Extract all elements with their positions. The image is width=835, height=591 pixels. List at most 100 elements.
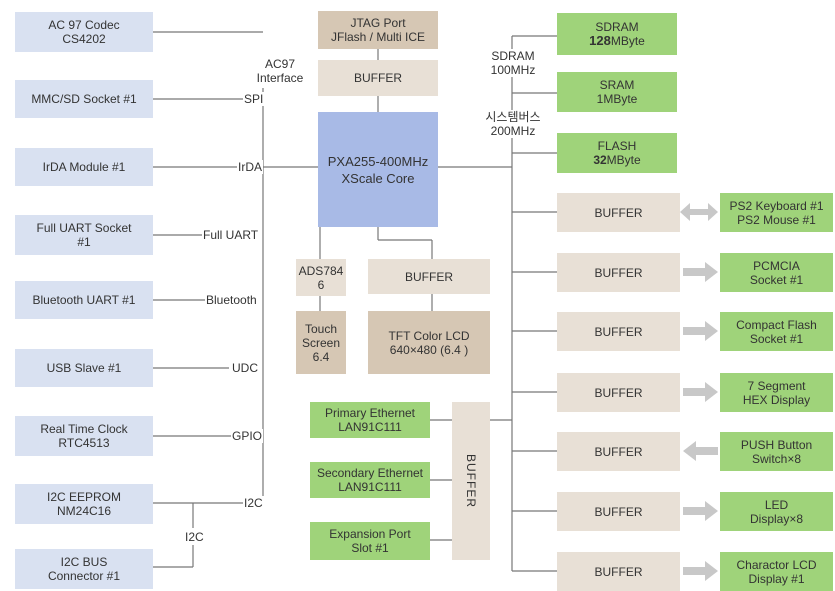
- pcmcia-box: PCMCIA Socket #1: [720, 253, 833, 292]
- right-arrow: [683, 321, 718, 341]
- i2c-eeprom-label: I2C EEPROM: [46, 490, 121, 504]
- switch-count-label: Switch×8: [751, 451, 802, 466]
- i2c-bus-connector: Connector #1: [47, 569, 121, 583]
- lcd-buffer-label: BUFFER: [405, 269, 453, 284]
- bidirectional-arrow: [680, 203, 718, 221]
- ps2-box: PS2 Keyboard #1 PS2 Mouse #1: [720, 193, 833, 232]
- irda-module-label: IrDA Module #1: [42, 160, 126, 174]
- led-label: LED: [764, 497, 789, 512]
- primary-ethernet-box: Primary Ethernet LAN91C111: [310, 402, 430, 438]
- touch-screen-box: Touch Screen 6.4: [296, 311, 346, 374]
- touch-size-label: 6.4: [312, 349, 330, 364]
- i2c-low-label: I2C: [184, 530, 205, 544]
- sram-box: SRAM 1MByte: [557, 72, 677, 112]
- gpio-label: GPIO: [231, 429, 264, 443]
- buffer-box-button: BUFFER: [557, 432, 680, 471]
- right-arrow: [683, 382, 718, 402]
- sdram-box: SDRAM 128MByte: [557, 13, 677, 55]
- secondary-ethernet-label: Secondary Ethernet: [316, 466, 424, 480]
- ads-part-label: ADS784: [298, 263, 344, 278]
- screen-label: Screen: [301, 335, 341, 350]
- rtc-label: Real Time Clock: [40, 422, 128, 436]
- i2c-label: I2C: [243, 496, 264, 510]
- buffer-box-led: BUFFER: [557, 492, 680, 531]
- character-lcd-label: Charactor LCD: [736, 557, 817, 572]
- led-box: LED Display×8: [720, 492, 833, 531]
- compact-flash-box: Compact Flash Socket #1: [720, 312, 833, 351]
- push-button-box: PUSH Button Switch×8: [720, 432, 833, 471]
- buffer-label: BUFFER: [594, 205, 643, 220]
- ac97-codec-part: CS4202: [62, 32, 106, 46]
- sdram-size: 128MByte: [589, 33, 645, 49]
- full-uart-label: Full UART: [202, 228, 260, 242]
- usb-slave-label: USB Slave #1: [46, 361, 122, 375]
- buffer-label: BUFFER: [594, 564, 643, 579]
- flash-label: FLASH: [597, 139, 637, 153]
- buffer-box-ps2: BUFFER: [557, 193, 680, 232]
- ps2-keyboard-label: PS2 Keyboard #1: [729, 198, 824, 213]
- sram-label: SRAM: [599, 78, 635, 92]
- buffer-label: BUFFER: [594, 504, 643, 519]
- usb-slave-box: USB Slave #1: [15, 349, 153, 387]
- buffer-box-lcd: BUFFER: [557, 552, 680, 591]
- mmc-sd-box: MMC/SD Socket #1: [15, 80, 153, 118]
- ethernet-buffer-label: BUFFER: [464, 454, 478, 508]
- ac97-codec-name: AC 97 Codec: [48, 18, 120, 32]
- i2c-bus-box: I2C BUS Connector #1: [15, 549, 153, 589]
- buffer-box-pcmcia: BUFFER: [557, 253, 680, 292]
- i2c-eeprom-box: I2C EEPROM NM24C16: [15, 484, 153, 524]
- right-arrow: [683, 501, 718, 521]
- jtag-buffer-box: BUFFER: [318, 60, 438, 96]
- buffer-label: BUFFER: [594, 265, 643, 280]
- cpu-core-label: XScale Core: [341, 170, 415, 186]
- primary-ethernet-part: LAN91C111: [338, 420, 402, 434]
- bluetooth-uart-label: Bluetooth UART #1: [32, 293, 136, 307]
- rtc-box: Real Time Clock RTC4513: [15, 416, 153, 456]
- compact-flash-label: Compact Flash: [736, 317, 817, 332]
- full-uart-socket-number: #1: [77, 235, 91, 249]
- full-uart-socket-label: Full UART Socket: [36, 221, 132, 235]
- push-button-label: PUSH Button: [740, 437, 813, 452]
- character-lcd-display-label: Display #1: [748, 571, 805, 586]
- spi-label: SPI: [243, 92, 265, 106]
- jtag-port-label: JTAG Port: [350, 16, 406, 30]
- rtc-part: RTC4513: [58, 436, 110, 450]
- cpu-model-label: PXA255-400MHz: [327, 153, 429, 169]
- i2c-eeprom-part: NM24C16: [56, 504, 112, 518]
- right-arrow: [683, 561, 718, 581]
- left-arrow: [683, 441, 718, 461]
- lcd-buffer-box: BUFFER: [368, 259, 490, 294]
- sdram-bus-label: SDRAM 100MHz: [478, 49, 548, 77]
- tft-lcd-resolution: 640×480 (6.4 ): [389, 342, 469, 357]
- compact-flash-socket-label: Socket #1: [749, 331, 804, 346]
- sram-size: 1MByte: [596, 92, 638, 106]
- jtag-port-box: JTAG Port JFlash / Multi ICE: [318, 11, 438, 49]
- jtag-buffer-label: BUFFER: [354, 71, 402, 85]
- ps2-mouse-label: PS2 Mouse #1: [737, 212, 816, 227]
- buffer-box-7seg: BUFFER: [557, 373, 680, 412]
- buffer-label: BUFFER: [594, 444, 643, 459]
- i2c-bus-label: I2C BUS: [60, 555, 108, 569]
- bluetooth-uart-box: Bluetooth UART #1: [15, 281, 153, 319]
- tft-lcd-label: TFT Color LCD: [388, 328, 470, 343]
- touch-label: Touch: [304, 321, 338, 336]
- irda-module-box: IrDA Module #1: [15, 148, 153, 186]
- ethernet-buffer-box: BUFFER: [452, 402, 490, 560]
- bluetooth-label: Bluetooth: [205, 293, 258, 307]
- primary-ethernet-label: Primary Ethernet: [324, 406, 416, 420]
- buffer-box-cf: BUFFER: [557, 312, 680, 351]
- right-arrow: [683, 262, 718, 282]
- cpu-box: PXA255-400MHz XScale Core: [318, 112, 438, 227]
- full-uart-socket-box: Full UART Socket #1: [15, 215, 153, 255]
- tft-lcd-box: TFT Color LCD 640×480 (6.4 ): [368, 311, 490, 374]
- sdram-label: SDRAM: [595, 20, 639, 34]
- ads-part-suffix: 6: [317, 277, 325, 292]
- mmc-sd-label: MMC/SD Socket #1: [31, 92, 137, 106]
- secondary-ethernet-part: LAN91C111: [338, 480, 402, 494]
- ads7846-box: ADS784 6: [296, 259, 346, 296]
- buffer-label: BUFFER: [594, 385, 643, 400]
- hex-display-label: HEX Display: [742, 392, 811, 407]
- jtag-tools-label: JFlash / Multi ICE: [330, 30, 426, 44]
- expansion-port-box: Expansion Port Slot #1: [310, 522, 430, 560]
